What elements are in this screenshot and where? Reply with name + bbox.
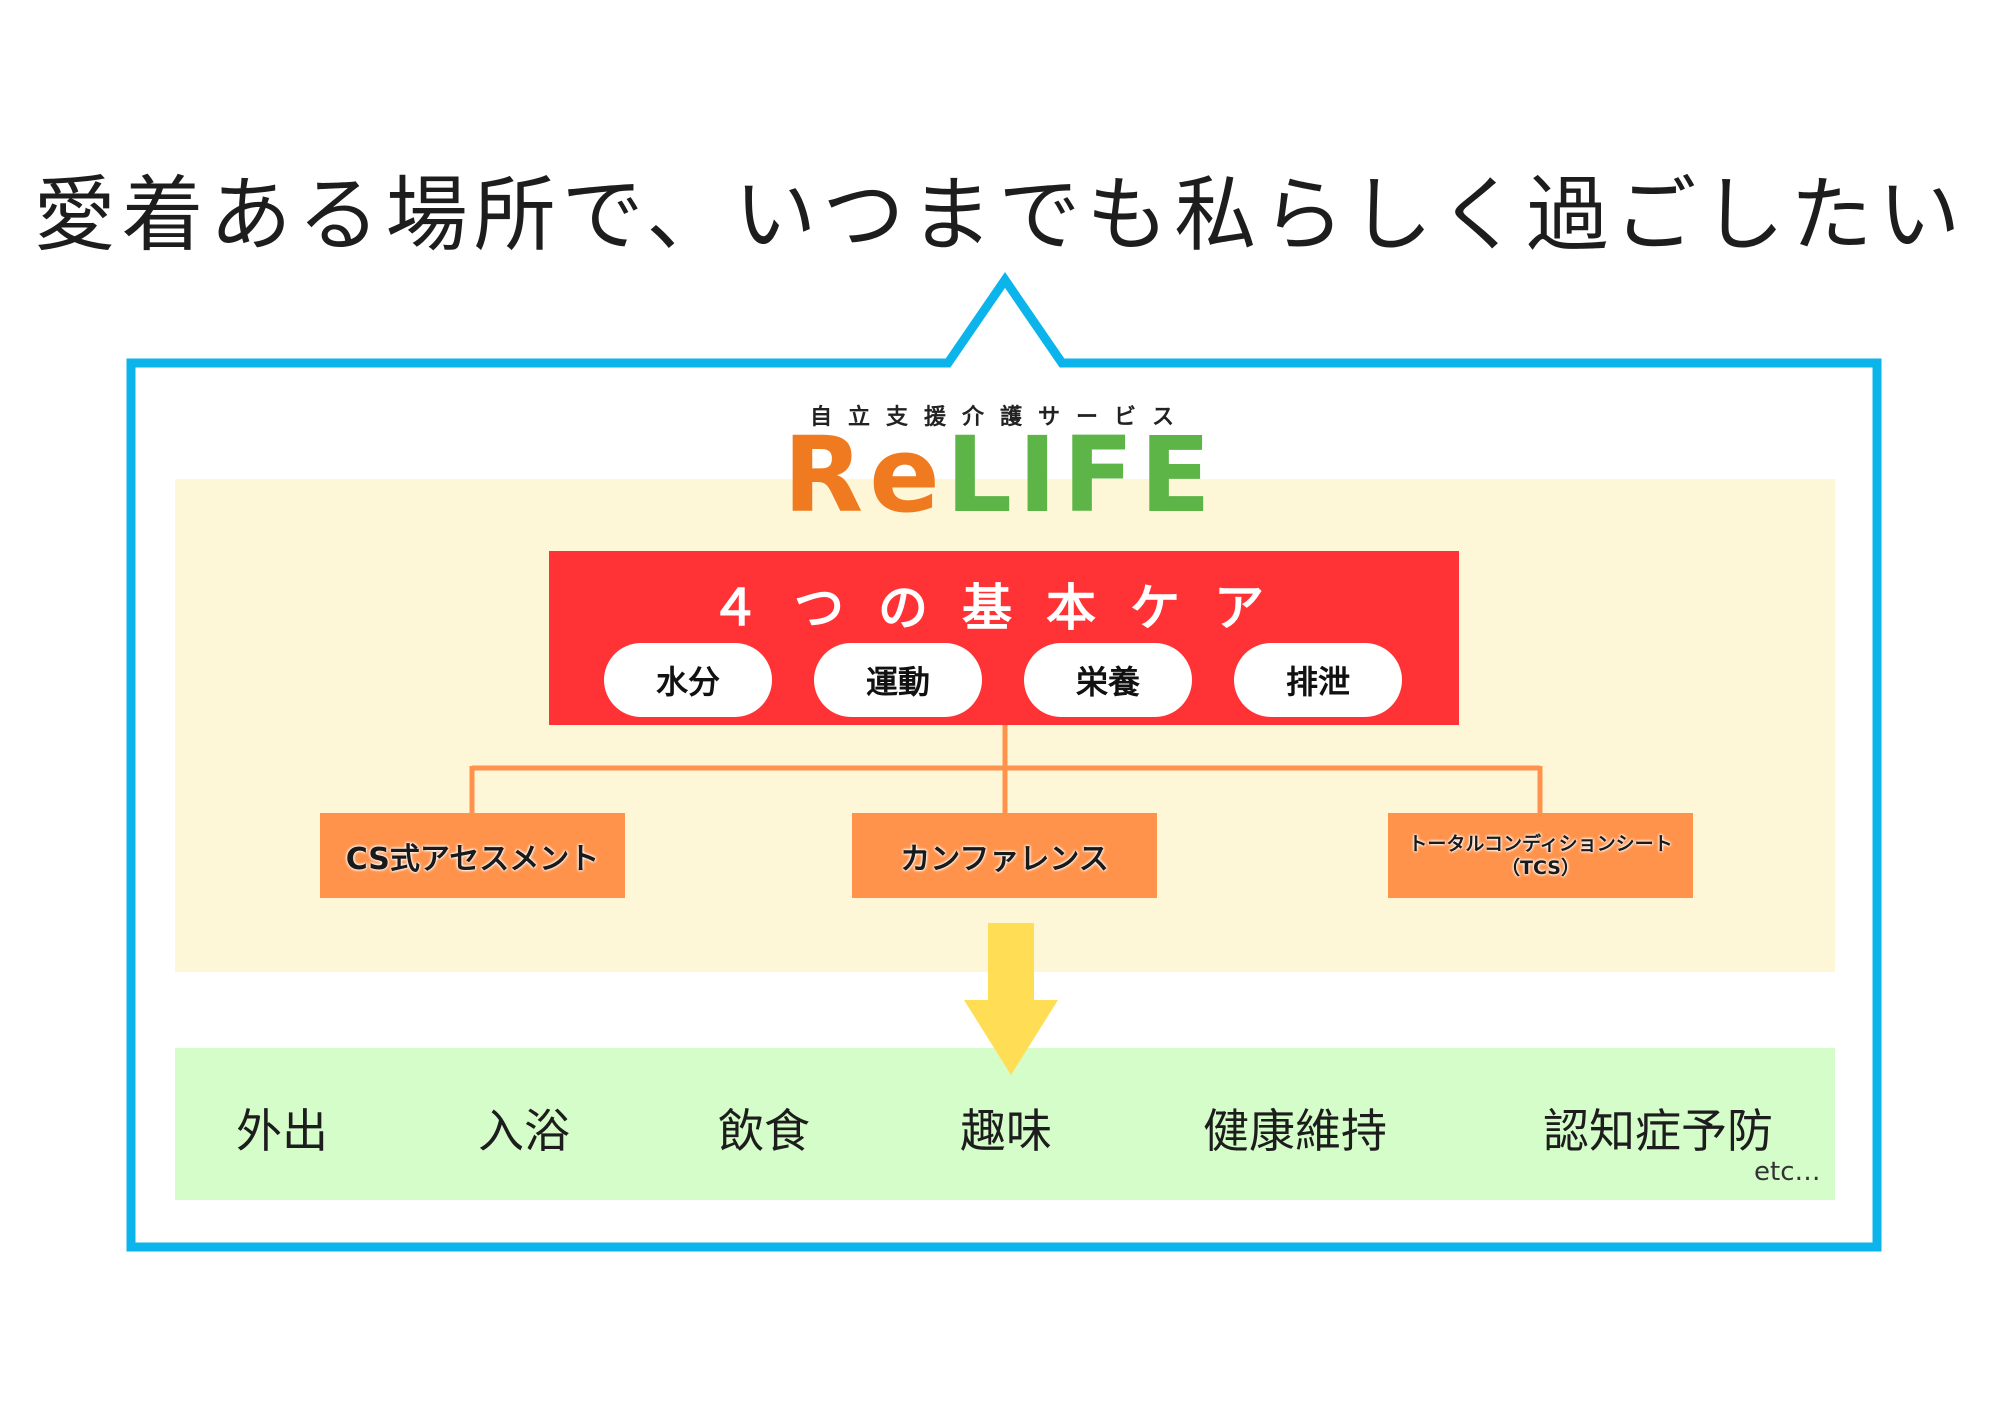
speech-bubble-outline xyxy=(126,272,1882,1252)
care-item-water: 水分 xyxy=(604,643,772,717)
outcome-outing: 外出 xyxy=(236,1104,328,1158)
care-item-exercise: 運動 xyxy=(814,643,982,717)
outcome-hobby: 趣味 xyxy=(960,1104,1052,1158)
outcome-health-maintenance: 健康維持 xyxy=(1203,1104,1387,1158)
process-tcs: トータルコンディションシート （TCS） xyxy=(1388,813,1693,898)
care-item-excretion: 排泄 xyxy=(1234,643,1402,717)
care-item-nutrition: 栄養 xyxy=(1024,643,1192,717)
outcome-etc: etc… xyxy=(1754,1157,1821,1187)
logo-life: LIFE xyxy=(945,414,1217,536)
relife-logo: ReLIFE xyxy=(700,420,1300,530)
process-tcs-line1: トータルコンディションシート xyxy=(1408,832,1673,855)
logo-re: Re xyxy=(783,414,946,536)
outcome-eating: 飲食 xyxy=(718,1104,810,1158)
process-conference: カンファレンス xyxy=(852,813,1157,898)
headline: 愛着ある場所で、いつまでも私らしく過ごしたい xyxy=(33,168,1967,263)
outcome-dementia-prevention: 認知症予防 xyxy=(1543,1104,1773,1158)
outcome-bathing: 入浴 xyxy=(478,1104,570,1158)
basic-care-title: ４つの基本ケア xyxy=(710,579,1298,637)
outcome-panel xyxy=(175,1048,1835,1200)
brand-subtitle: 自立支援介護サービス xyxy=(809,405,1190,430)
process-cs-assessment: CS式アセスメント xyxy=(320,813,625,898)
process-tcs-line2: （TCS） xyxy=(1501,856,1580,879)
